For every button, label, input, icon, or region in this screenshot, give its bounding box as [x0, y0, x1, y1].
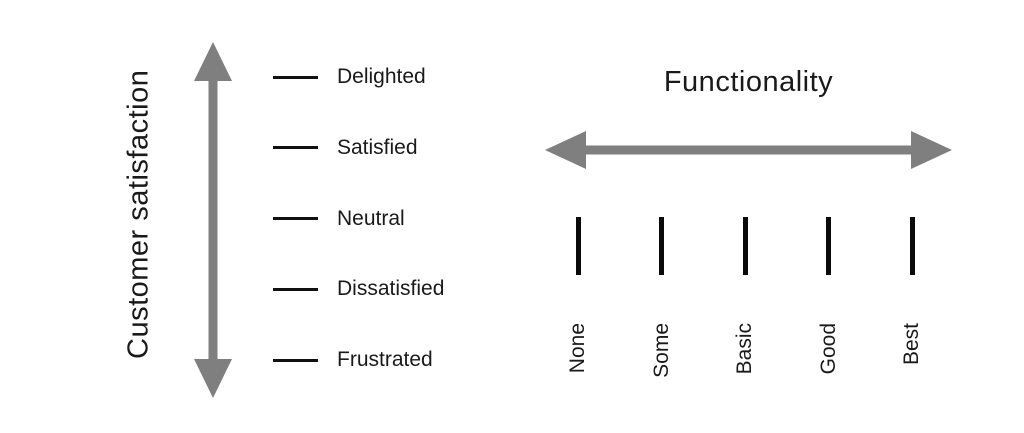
tick-mark: [273, 75, 318, 79]
customer-satisfaction-scale: Delighted Satisfied Neutral Dissatisfied…: [273, 62, 444, 375]
satisfaction-level-label: Dissatisfied: [337, 277, 445, 301]
functionality-level-label: Some: [649, 323, 673, 378]
satisfaction-level-label: Neutral: [337, 206, 405, 230]
functionality-level-col: Basic: [724, 217, 766, 378]
arrow-head-left-icon: [545, 131, 586, 169]
tick-mark: [273, 358, 318, 362]
satisfaction-level-row: Frustrated: [273, 345, 444, 375]
functionality-level-col: Best: [891, 217, 933, 378]
functionality-level-label: Basic: [733, 323, 756, 375]
satisfaction-level-label: Delighted: [337, 65, 426, 88]
satisfaction-level-row: Neutral: [273, 204, 444, 234]
functionality-axis-title: Functionality: [663, 66, 834, 98]
tick-mark: [826, 217, 831, 275]
functionality-level-label: Best: [900, 323, 923, 366]
functionality-level-col: Some: [641, 217, 683, 378]
vertical-double-arrow: [194, 42, 232, 398]
arrow-head-up-icon: [194, 42, 232, 81]
arrow-head-down-icon: [194, 359, 232, 398]
tick-mark: [742, 217, 748, 275]
functionality-scale: None Some Basic Good Best: [557, 217, 933, 378]
satisfaction-level-label: Satisfied: [337, 135, 418, 159]
functionality-level-label: None: [566, 323, 589, 374]
functionality-level-label: Good: [816, 323, 840, 375]
satisfaction-level-row: Dissatisfied: [273, 274, 444, 304]
tick-mark: [909, 217, 915, 275]
satisfaction-level-row: Delighted: [273, 62, 444, 92]
arrow-shaft: [208, 74, 218, 366]
horizontal-double-arrow: [545, 131, 952, 169]
tick-mark: [575, 217, 581, 275]
arrow-head-right-icon: [911, 131, 952, 169]
customer-satisfaction-axis-title: Customer satisfaction: [122, 69, 155, 359]
satisfaction-level-label: Frustrated: [337, 348, 433, 371]
tick-mark: [273, 146, 318, 150]
tick-mark: [273, 217, 318, 220]
functionality-level-col: Good: [808, 217, 850, 378]
satisfaction-level-row: Satisfied: [273, 133, 444, 163]
functionality-level-col: None: [557, 217, 599, 378]
tick-mark: [273, 287, 318, 291]
tick-mark: [659, 217, 664, 275]
arrow-shaft: [579, 145, 918, 155]
